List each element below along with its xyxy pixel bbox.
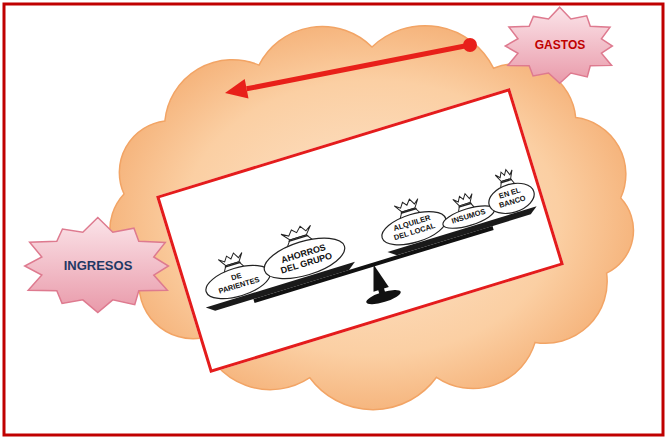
bag-tie <box>500 179 511 182</box>
arrow-shaft <box>247 45 470 89</box>
bag-body <box>260 230 350 287</box>
arrow-tail-dot <box>463 38 477 52</box>
bag-tuft <box>494 167 514 182</box>
starburst-outline <box>25 218 169 313</box>
arrow-head <box>225 79 249 99</box>
bag-tie <box>400 208 416 213</box>
bag-tie <box>225 262 241 267</box>
red-arrow <box>225 38 477 99</box>
starburst-outline <box>506 7 613 83</box>
bag-body <box>441 201 497 233</box>
bag-tie <box>459 203 472 207</box>
cloud-shape <box>110 26 634 410</box>
scale-base <box>365 286 402 306</box>
bag-body <box>202 258 274 304</box>
ingresos-starburst: INGRESOS <box>15 216 181 316</box>
scale-pivot <box>366 262 389 292</box>
bag-body <box>485 178 538 219</box>
starburst-label: GASTOS <box>535 39 585 53</box>
bag-tie <box>289 235 309 241</box>
starburst-label: INGRESOS <box>64 259 133 274</box>
bag-body <box>378 205 450 251</box>
outer-frame <box>4 4 663 435</box>
gastos-starburst: GASTOS <box>498 6 621 86</box>
right-pan <box>387 206 538 257</box>
